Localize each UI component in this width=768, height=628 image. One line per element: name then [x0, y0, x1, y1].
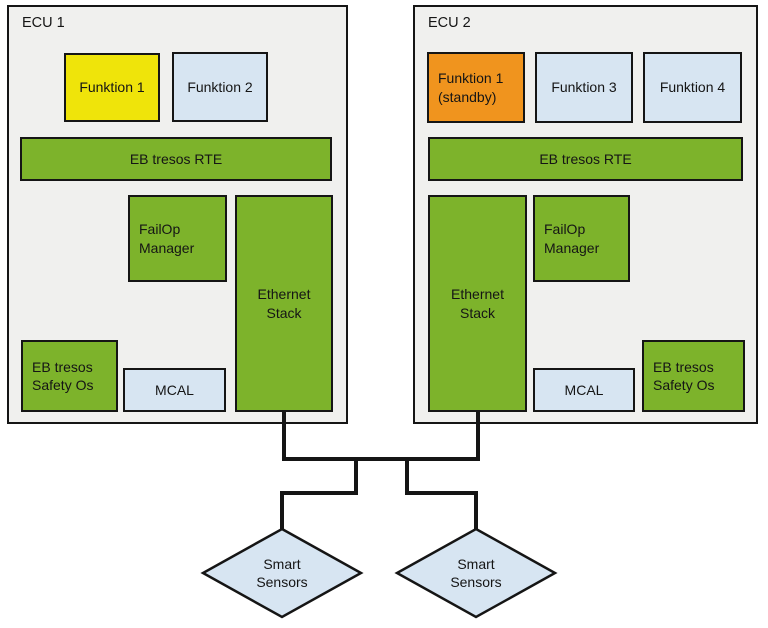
ecu2-box: ECU 2 Funktion 1 (standby) Funktion 3 Fu… [413, 5, 758, 424]
ecu1-box: ECU 1 Funktion 1 Funktion 2 EB tresos RT… [7, 5, 348, 424]
ecu1-title: ECU 1 [22, 15, 65, 31]
left-sensor-label: Smart Sensors [256, 556, 308, 591]
ecu1-rte-bar: EB tresos RTE [20, 137, 332, 181]
ecu2-ethernet-stack-box: Ethernet Stack [428, 195, 527, 412]
ecu1-failop-manager-box: FailOp Manager [128, 195, 227, 282]
ecu2-funktion4-box: Funktion 4 [643, 52, 742, 123]
left-sensor-wire [280, 459, 358, 531]
ecu2-failop-manager-box: FailOp Manager [533, 195, 630, 282]
ecu1-safety-os-box: EB tresos Safety Os [21, 340, 118, 412]
right-sensor-wire [405, 459, 478, 531]
ecu2-rte-bar: EB tresos RTE [428, 137, 743, 181]
right-sensor-label: Smart Sensors [450, 556, 502, 591]
ecu2-safety-os-box: EB tresos Safety Os [642, 340, 745, 412]
ecu2-title: ECU 2 [428, 15, 471, 31]
ecu2-mcal-box: MCAL [533, 368, 635, 412]
ecu1-funktion1-box: Funktion 1 [64, 53, 160, 122]
ecu1-mcal-box: MCAL [123, 368, 226, 412]
ecu2-funktion3-box: Funktion 3 [535, 52, 633, 123]
ecu2-funktion1-standby-box: Funktion 1 (standby) [427, 52, 525, 123]
ecu1-ethernet-stack-box: Ethernet Stack [235, 195, 333, 412]
ecu1-funktion2-box: Funktion 2 [172, 52, 268, 122]
